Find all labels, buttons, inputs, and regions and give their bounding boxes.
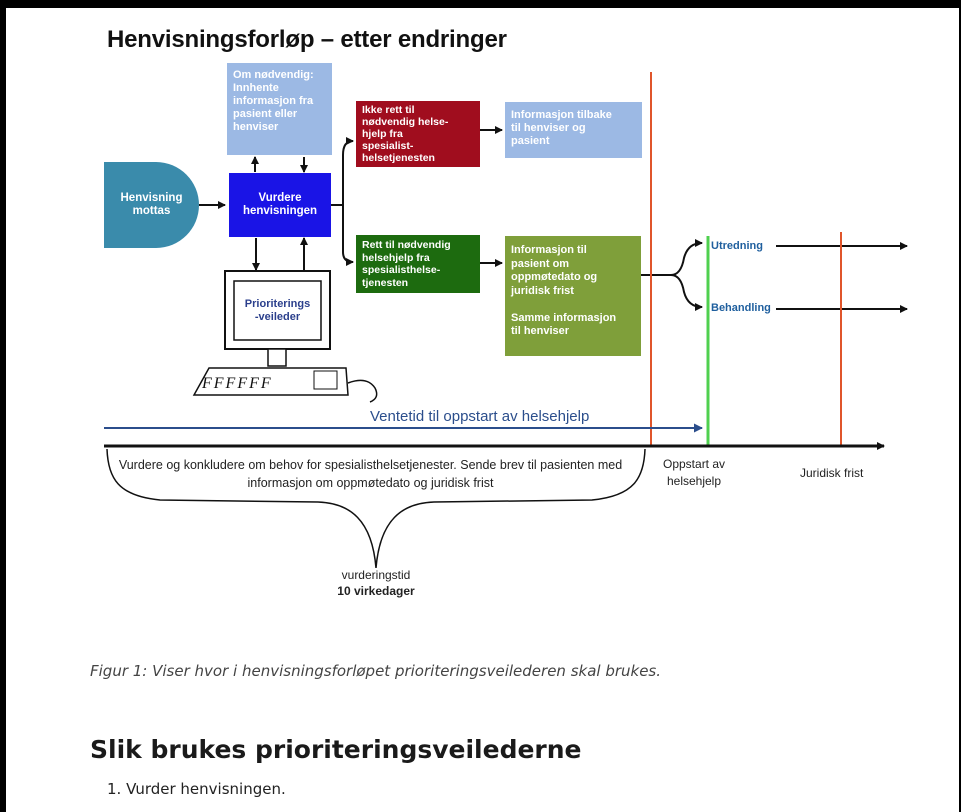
section-heading: Slik brukes prioriteringsveilederne bbox=[90, 735, 582, 764]
box-info-back: Informasjon tilbake til henviser og pasi… bbox=[505, 102, 642, 158]
label-waiting-time: Ventetid til oppstart av helsehjelp bbox=[370, 408, 590, 425]
label-investigation: Utredning bbox=[711, 240, 763, 252]
figure-caption: Figur 1: Viser hvor i henvisningsforløpe… bbox=[90, 662, 662, 680]
box-optional-information: Om nødvendig: Innhente informasjon fra p… bbox=[227, 63, 332, 155]
list-item: 1. Vurder henvisningen. bbox=[107, 780, 286, 798]
mouse-cable bbox=[347, 379, 378, 403]
label-treatment: Behandling bbox=[711, 302, 771, 314]
computer-illustration: FFFFFF bbox=[192, 270, 378, 403]
diagram-title: Henvisningsforløp – etter endringer bbox=[107, 26, 507, 53]
box-prioritization-guide: Prioriterings -veileder bbox=[244, 297, 311, 323]
arrow-split-to-right bbox=[342, 205, 354, 266]
arrow-split-to-no-right bbox=[342, 137, 354, 205]
keyboard-keys: FFFFFF bbox=[201, 375, 273, 392]
box-referral-received: Henvisning mottas bbox=[104, 162, 199, 248]
label-legal-deadline: Juridisk frist bbox=[800, 466, 864, 480]
monitor-screen bbox=[233, 280, 322, 341]
keyboard-numpad bbox=[313, 370, 338, 390]
label-assessment-time: vurderingstid bbox=[341, 568, 411, 582]
box-info-patient: Informasjon til pasient om oppmøtedato o… bbox=[505, 236, 641, 356]
box-no-right: Ikke rett til nødvendig helse- hjelp fra… bbox=[356, 101, 480, 167]
monitor-neck bbox=[267, 348, 287, 367]
value-assessment-time: 10 virkedager bbox=[337, 584, 415, 598]
arrow-branch-utredning bbox=[670, 239, 703, 276]
box-right: Rett til nødvendig helsehjelp fra spesia… bbox=[356, 235, 480, 293]
arrow-branch-behandling bbox=[670, 274, 703, 311]
label-start-of-care: Oppstart av helsehjelp bbox=[663, 457, 726, 488]
keyboard-body bbox=[192, 367, 349, 396]
box-assess-referral: Vurdere henvisningen bbox=[229, 173, 331, 237]
assessment-text: Vurdere og konkludere om behov for spesi… bbox=[118, 458, 623, 490]
brace-assessment bbox=[106, 448, 646, 569]
